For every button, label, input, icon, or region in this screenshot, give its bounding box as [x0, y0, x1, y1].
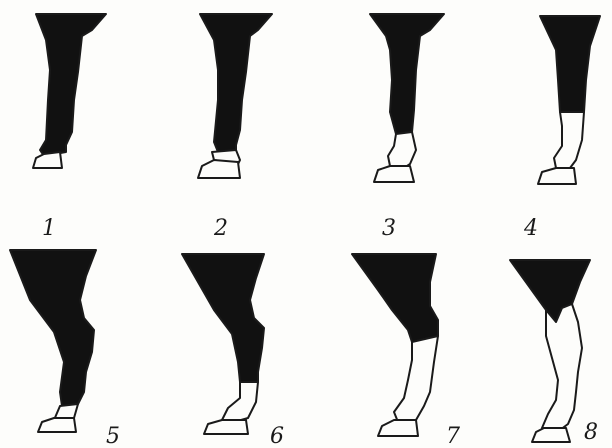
leg-3-hoof [374, 166, 414, 182]
leg-8-dark-area [510, 260, 590, 322]
leg-1 [33, 14, 106, 168]
leg-5 [10, 250, 96, 432]
leg-6-dark-area [182, 254, 264, 382]
label-leg-1: 1 [42, 218, 56, 240]
leg-3-dark-area [370, 14, 444, 134]
label-leg-3: 3 [382, 218, 396, 240]
leg-1-dark-area [36, 14, 106, 156]
leg-5-dark-area [10, 250, 96, 406]
leg-4-hoof [538, 168, 576, 184]
leg-5-hoof [38, 418, 76, 432]
leg-6-hoof [204, 420, 248, 434]
leg-6 [182, 254, 264, 434]
leg-3-white-marking [388, 132, 416, 168]
leg-2-dark-area [200, 14, 272, 152]
leg-8-hoof [532, 428, 570, 442]
label-leg-2: 2 [214, 218, 228, 240]
leg-7-dark-area [352, 254, 438, 342]
leg-7-hoof [378, 420, 418, 436]
leg-8-white-marking [542, 304, 582, 430]
leg-2 [198, 14, 272, 178]
leg-4 [538, 16, 600, 184]
leg-7-white-marking [394, 336, 438, 422]
label-leg-5: 5 [106, 426, 120, 448]
leg-3 [370, 14, 444, 182]
leg-4-dark-area [540, 16, 600, 112]
leg-1-hoof [33, 152, 62, 168]
label-leg-8: 8 [584, 422, 598, 444]
leg-2-hoof [198, 160, 240, 178]
leg-7 [352, 254, 438, 436]
label-leg-4: 4 [524, 218, 538, 240]
leg-8 [510, 260, 590, 442]
leg-6-white-marking [222, 382, 258, 422]
label-leg-6: 6 [270, 426, 284, 448]
label-leg-7: 7 [446, 426, 460, 448]
leg-4-white-marking [554, 112, 584, 168]
